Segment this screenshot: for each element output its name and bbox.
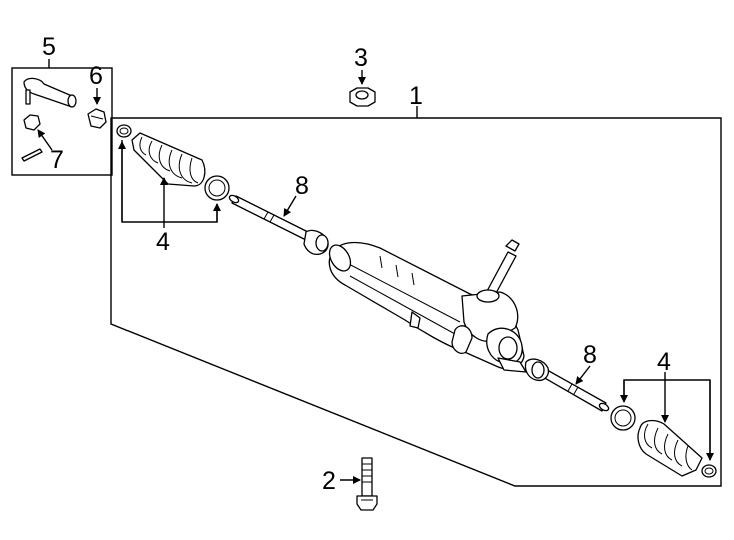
bolt-part-2 (356, 457, 378, 511)
tie-rod-end-nut (23, 114, 41, 131)
callout-7: 7 (50, 146, 64, 174)
leader-7 (37, 129, 53, 151)
callout-8-left: 8 (295, 172, 309, 200)
callout-1: 1 (409, 82, 423, 110)
callout-6: 6 (89, 62, 103, 90)
steering-gear-rack (328, 239, 527, 373)
inner-tie-rod-left (228, 194, 329, 256)
callout-5: 5 (42, 33, 56, 61)
boot-kit-right (610, 405, 717, 478)
callout-8-right: 8 (583, 341, 597, 369)
callout-2: 2 (322, 467, 336, 495)
outer-tie-rod-end (23, 77, 77, 108)
leader-8-right (575, 365, 591, 385)
inner-tie-rod-right (524, 358, 610, 412)
hex-nut-part-3 (349, 87, 376, 107)
callout-4-left: 4 (156, 228, 170, 256)
leader-8-left (283, 195, 297, 217)
castle-nut-part-6 (87, 108, 107, 129)
assembly-outline (110, 117, 722, 487)
cotter-pin-part-7 (21, 148, 43, 162)
callout-3: 3 (354, 44, 368, 72)
boot-kit-left (116, 124, 230, 201)
tie-rod-end-kit-box (11, 67, 113, 176)
callout-4-right: 4 (657, 348, 671, 376)
